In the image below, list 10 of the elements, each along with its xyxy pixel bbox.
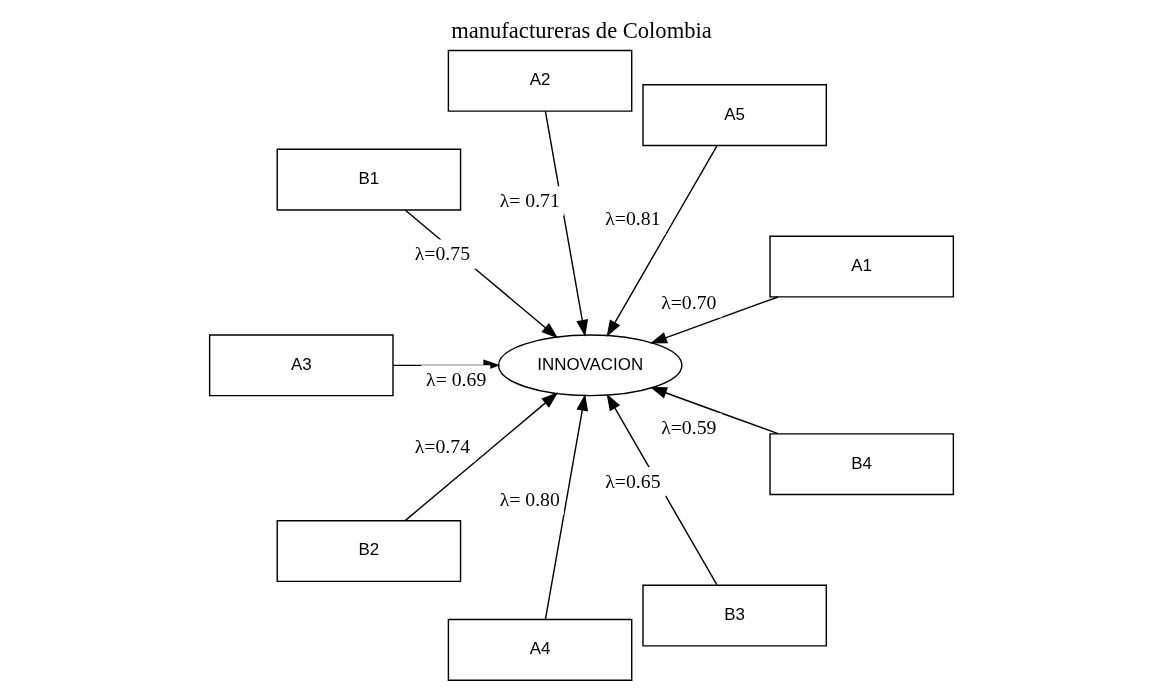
edge-label: λ= 0.71	[499, 188, 560, 211]
edge-label: λ=0.65	[604, 469, 661, 492]
edge-label: λ=0.59	[660, 415, 716, 438]
edge-label: λ=0.75	[414, 242, 470, 265]
edge-label: λ= 0.80	[499, 487, 560, 510]
edge-label: λ=0.81	[604, 207, 661, 230]
diagram-title: manufactureras de Colombia	[450, 17, 712, 43]
edge-label: λ= 0.69	[425, 368, 486, 391]
edge-label: λ=0.70	[660, 290, 716, 313]
edge-label: λ=0.74	[414, 434, 470, 457]
